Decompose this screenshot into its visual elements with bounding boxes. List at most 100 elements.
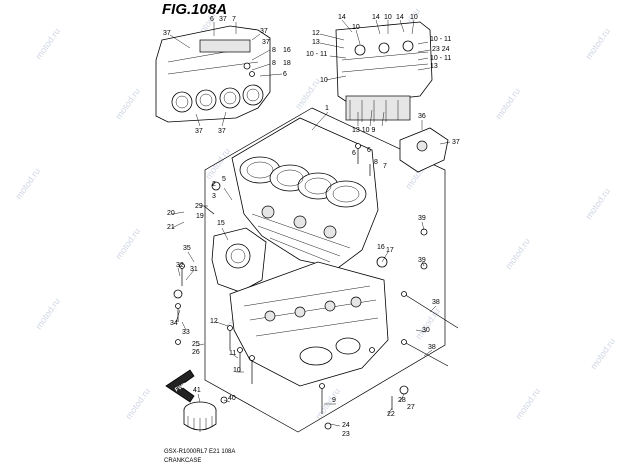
callout-label: 25 bbox=[192, 341, 200, 348]
forward-arrow: FWD bbox=[165, 369, 195, 403]
watermark-text: motod.ru bbox=[113, 86, 142, 121]
callout-label: 39 bbox=[418, 257, 426, 264]
watermark-text: motod.ru bbox=[33, 26, 62, 61]
callout-label: 6 bbox=[283, 71, 287, 78]
callout-label: 14 bbox=[396, 14, 404, 21]
callout-label: 13 bbox=[430, 63, 438, 70]
callout-label: 29 bbox=[195, 203, 203, 210]
watermark-text: motod.ru bbox=[13, 166, 42, 201]
callout-label: 37 bbox=[195, 128, 203, 135]
watermark-text: motod.ru bbox=[513, 386, 542, 421]
inset-callouts-left: 37 6 37 7 37 37 8 16 8 18 6 37 37 bbox=[163, 16, 291, 135]
callout-label: 41 bbox=[193, 387, 201, 394]
callout-label: 9 bbox=[332, 397, 336, 404]
callout-label: 27 bbox=[407, 404, 415, 411]
watermark-text: motod.ru bbox=[493, 86, 522, 121]
watermark-text: motod.ru bbox=[413, 306, 442, 341]
upper-crankcase bbox=[231, 117, 379, 269]
callout-label: 37 bbox=[219, 16, 227, 23]
watermark-text: motod.ru bbox=[113, 226, 142, 261]
watermark-text: motod.ru bbox=[293, 76, 322, 111]
callout-label: 36 bbox=[418, 113, 426, 120]
upper-case-top-view-inset bbox=[155, 25, 271, 123]
callout-label: 22 bbox=[387, 411, 395, 418]
lower-case-inset bbox=[335, 21, 433, 122]
callout-label: 14 bbox=[372, 14, 380, 21]
callout-label: 6 bbox=[210, 16, 214, 23]
callout-label: 31 bbox=[190, 266, 198, 273]
callout-label: 10 bbox=[352, 24, 360, 31]
callout-label: 20 bbox=[167, 210, 175, 217]
watermark-text: motod.ru bbox=[503, 236, 532, 271]
callout-label: 21 bbox=[167, 224, 175, 231]
callout-label: 2 bbox=[212, 181, 216, 188]
watermark-text: motod.ru bbox=[583, 186, 612, 221]
watermark-text: motod.ru bbox=[203, 146, 232, 181]
callout-label: 7 bbox=[232, 16, 236, 23]
callout-label: 32 bbox=[176, 262, 184, 269]
inset-callouts-right: 12 13 14 10 14 10 14 10 10 - 11 10 - 11 … bbox=[306, 14, 451, 134]
watermark-text: motod.ru bbox=[588, 336, 617, 371]
callout-label: 15 bbox=[217, 220, 225, 227]
callout-label: 8 bbox=[374, 159, 378, 166]
callout-label: 1 bbox=[325, 105, 329, 112]
callout-label: 35 bbox=[183, 245, 191, 252]
lower-crankcase bbox=[229, 261, 389, 387]
callout-label: 37 bbox=[452, 139, 460, 146]
footer-section-name: CRANKCASE bbox=[164, 458, 201, 464]
callout-label: 10 - 11 bbox=[430, 36, 451, 43]
callout-label: 10 bbox=[233, 367, 241, 374]
callout-label: 10 - 11 bbox=[430, 55, 451, 62]
callout-label: 13 bbox=[312, 39, 320, 46]
watermark-text: motod.ru bbox=[313, 386, 342, 421]
callout-label: 34 bbox=[170, 320, 178, 327]
callout-label: 37 bbox=[262, 39, 270, 46]
assembly-outline bbox=[204, 107, 446, 433]
callout-label: 10 - 11 bbox=[306, 51, 327, 58]
watermark-text: motod.ru bbox=[583, 26, 612, 61]
callout-label: 6 bbox=[367, 147, 371, 154]
callout-label: 39 bbox=[418, 215, 426, 222]
watermark-text: motod.ru bbox=[33, 296, 62, 331]
callout-label: 6 bbox=[352, 150, 356, 157]
main-callouts: 1 36 37 6 8 7 6 2 5 3 20 29 19 21 15 35 … bbox=[167, 105, 460, 438]
callout-label: 14 bbox=[338, 14, 346, 21]
callout-label: 7 bbox=[383, 163, 387, 170]
callout-label: 5 bbox=[222, 176, 226, 183]
fwd-label: FWD bbox=[174, 382, 188, 393]
figure-title: FIG.108A bbox=[162, 1, 227, 18]
callout-label: 10 bbox=[320, 77, 328, 84]
callout-label: 19 bbox=[196, 213, 204, 220]
callout-label: 18 bbox=[283, 60, 291, 67]
callout-label: 12 bbox=[312, 30, 320, 37]
callout-label: 8 bbox=[272, 60, 276, 67]
callout-label: 38 bbox=[432, 299, 440, 306]
watermark-text: motod.ru bbox=[123, 386, 152, 421]
callout-label: 3 bbox=[212, 193, 216, 200]
callout-label: 38 bbox=[428, 344, 436, 351]
callout-label: 40 bbox=[228, 395, 236, 402]
callout-label: 28 bbox=[398, 397, 406, 404]
callout-label: 16 bbox=[377, 244, 385, 251]
callout-label: 26 bbox=[192, 349, 200, 356]
callout-label: 12 bbox=[210, 318, 218, 325]
callout-label: 37 bbox=[163, 30, 171, 37]
callout-label: 8 bbox=[272, 47, 276, 54]
oil-filter bbox=[183, 401, 217, 432]
breather-cover bbox=[399, 127, 449, 173]
callout-label: 10 bbox=[384, 14, 392, 21]
footer-model-code: GSX-R1000RL7 E21 108A bbox=[164, 449, 235, 455]
callout-label: 13 10 9 bbox=[352, 127, 375, 134]
callout-label: 11 bbox=[229, 350, 236, 357]
callout-label: 24 bbox=[342, 422, 350, 429]
callout-label: 33 bbox=[182, 329, 190, 336]
callout-label: 37 bbox=[260, 28, 268, 35]
callout-label: 16 bbox=[283, 47, 291, 54]
callout-label: 17 bbox=[386, 247, 394, 254]
callout-label: 37 bbox=[218, 128, 226, 135]
side-cover-plate bbox=[211, 227, 267, 293]
callout-label: 30 bbox=[422, 327, 430, 334]
callout-label: 10 bbox=[410, 14, 418, 21]
callout-label: 23 bbox=[342, 431, 350, 438]
